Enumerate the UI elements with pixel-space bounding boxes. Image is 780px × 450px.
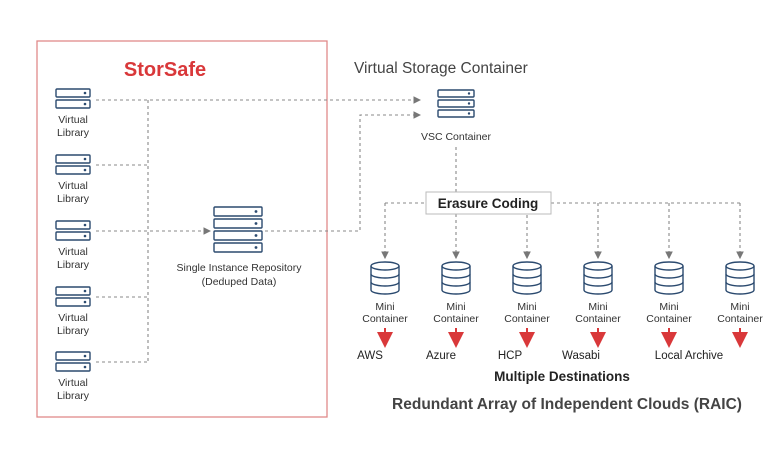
destination-label: Wasabi [562,350,600,362]
erasure-coding-label: Erasure Coding [438,196,539,211]
server-icon [55,286,91,307]
library-label-line2: Library [57,193,90,205]
library-label-line1: Virtual [58,312,88,324]
database-icon [583,261,613,295]
mini-container-label-line1: Mini [375,301,394,313]
database-icon [512,261,542,295]
mini-container-label-line1: Mini [659,301,678,313]
database-icon [654,261,684,295]
server-stack-icon [437,89,475,118]
server-icon [55,220,91,241]
storsafe-title: StorSafe [124,59,206,81]
mini-containers: MiniContainerAWSMiniContainerAzureMiniCo… [357,261,763,362]
mini-container-label-line2: Container [717,313,763,325]
destination-label: HCP [498,350,523,362]
library-label-line2: Library [57,259,90,271]
virtual-library-4: Virtual Library [55,286,91,337]
database-icon [370,261,400,295]
mini-container-label-line2: Container [433,313,479,325]
mini-container-label-line2: Container [362,313,408,325]
multiple-destinations-label: Multiple Destinations [494,369,630,384]
repository-label-line2: (Deduped Data) [202,276,277,288]
erasure-connectors [381,147,744,260]
database-icon [725,261,755,295]
destination-label: Azure [426,350,456,362]
mini-container-label-line1: Mini [588,301,607,313]
library-connectors [96,96,422,363]
library-label-line1: Virtual [58,246,88,258]
database-icon [441,261,471,295]
library-label-line2: Library [57,325,90,337]
vsc-container: VSC Container [421,89,492,143]
server-icon [55,154,91,175]
mini-container-label-line1: Mini [730,301,749,313]
server-stack-icon [213,206,263,253]
library-label-line2: Library [57,390,90,402]
library-label-line1: Virtual [58,180,88,192]
destination-label: AWS [357,350,383,362]
single-instance-repository: Single Instance Repository (Deduped Data… [177,206,303,288]
storsafe-box [36,40,328,418]
mini-container-label-line2: Container [646,313,692,325]
library-label-line2: Library [57,127,90,139]
vsc-heading: Virtual Storage Container [354,60,528,77]
repository-label-line1: Single Instance Repository [177,262,303,274]
virtual-library-2: Virtual Library [55,154,91,205]
destination-label: Local Archive [655,350,723,362]
mini-container-label-line1: Mini [517,301,536,313]
mini-container-label-line1: Mini [446,301,465,313]
raic-title: Redundant Array of Independent Clouds (R… [392,396,742,413]
library-label-line1: Virtual [58,377,88,389]
erasure-coding-box [425,191,552,215]
mini-container-label-line2: Container [504,313,550,325]
library-label-line1: Virtual [58,114,88,126]
virtual-library-5: Virtual Library [55,351,91,402]
server-icon [55,351,91,372]
virtual-library-1: Virtual Library [55,88,91,139]
server-icon [55,88,91,109]
mini-container-label-line2: Container [575,313,621,325]
virtual-library-3: Virtual Library [55,220,91,271]
vsc-container-label: VSC Container [421,131,492,143]
